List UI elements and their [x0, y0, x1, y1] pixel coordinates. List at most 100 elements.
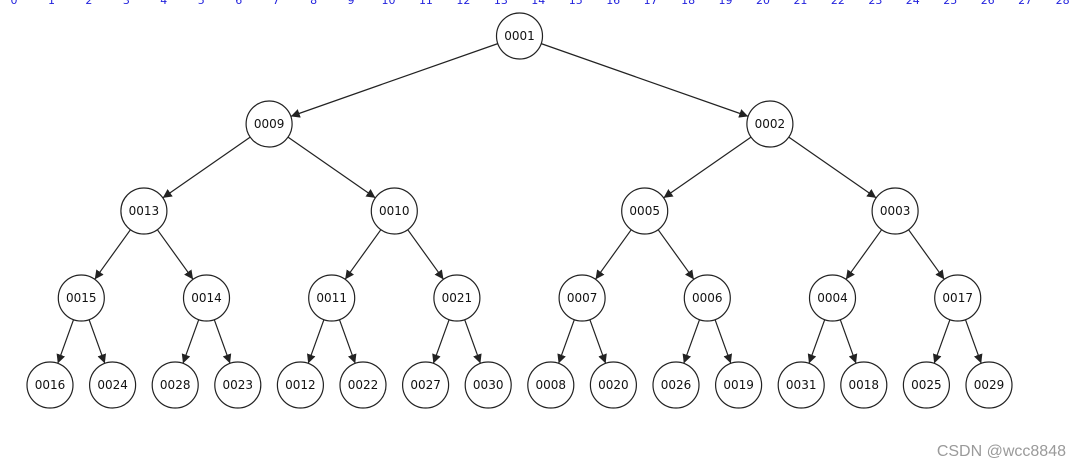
- ruler-tick: 28: [1055, 0, 1070, 7]
- tree-node-0018: 0018: [840, 361, 888, 409]
- ruler-tick: 21: [793, 0, 808, 7]
- node-label: 0011: [316, 291, 347, 305]
- ruler-tick: 1: [47, 0, 55, 7]
- node-label: 0024: [97, 378, 128, 392]
- node-circle: [245, 100, 293, 148]
- node-label: 0023: [223, 378, 254, 392]
- edge-0002-0005: [663, 136, 752, 199]
- ruler-tick: 3: [122, 0, 130, 7]
- node-circle: [370, 187, 418, 235]
- node-label: 0003: [880, 204, 911, 218]
- edge-0004-0031: [807, 319, 826, 364]
- ruler-tick: 24: [905, 0, 920, 7]
- edge-0003-0004: [845, 229, 883, 280]
- node-circle: [589, 361, 638, 409]
- node-label: 0006: [692, 291, 723, 305]
- node-label: 0029: [974, 378, 1005, 392]
- ruler-tick: 19: [718, 0, 733, 7]
- tree-node-0007: 0007: [558, 274, 606, 322]
- tree-node-0017: 0017: [934, 274, 982, 322]
- edge-0010-0021: [407, 229, 444, 280]
- tree-node-0023: 0023: [214, 361, 262, 409]
- edge-0011-0012: [306, 319, 325, 364]
- edge-0014-0028: [181, 319, 200, 364]
- node-label: 0017: [942, 291, 973, 305]
- node-circle: [621, 187, 669, 235]
- tree-node-0016: 0016: [26, 361, 74, 409]
- ruler-tick: 7: [272, 0, 280, 7]
- ruler-tick: 26: [980, 0, 995, 7]
- node-circle: [808, 274, 857, 322]
- edge-0010-0011: [344, 229, 382, 280]
- node-label: 0008: [536, 378, 567, 392]
- tree-node-0008: 0008: [527, 361, 575, 409]
- edge-0002-0003: [788, 136, 877, 199]
- edge-0015-0016: [56, 319, 75, 364]
- node-circle: [464, 361, 512, 409]
- edge-0021-0030: [464, 319, 482, 364]
- edge-0005-0007: [595, 229, 632, 280]
- node-circle: [777, 361, 825, 409]
- node-label: 0018: [849, 378, 880, 392]
- ruler-tick: 14: [531, 0, 546, 7]
- ruler-tick: 10: [381, 0, 396, 7]
- tree-node-0029: 0029: [965, 361, 1013, 409]
- node-circle: [182, 274, 231, 322]
- edge-0003-0017: [908, 229, 945, 280]
- tree-node-0012: 0012: [276, 361, 324, 409]
- node-circle: [88, 361, 137, 409]
- tree-node-0003: 0003: [871, 187, 919, 235]
- node-label: 0016: [35, 378, 66, 392]
- tree-node-0022: 0022: [339, 361, 387, 409]
- edge-0007-0020: [589, 319, 607, 364]
- ruler-tick: 0: [10, 0, 18, 7]
- node-label: 0012: [285, 378, 316, 392]
- tree-node-0014: 0014: [182, 274, 231, 322]
- ruler-tick: 27: [1018, 0, 1033, 7]
- ruler-tick: 17: [643, 0, 658, 7]
- node-label: 0020: [598, 378, 629, 392]
- tree-node-0015: 0015: [57, 274, 105, 322]
- node-label: 0001: [504, 29, 535, 43]
- tree-node-0010: 0010: [370, 187, 418, 235]
- node-circle: [558, 274, 606, 322]
- watermark: CSDN @wcc8848: [936, 443, 1066, 460]
- edge-0009-0010: [287, 136, 376, 199]
- tree-node-0019: 0019: [714, 361, 763, 409]
- tree-node-0004: 0004: [808, 274, 857, 322]
- node-label: 0022: [348, 378, 379, 392]
- node-label: 0005: [629, 204, 660, 218]
- ruler-tick: 15: [568, 0, 583, 7]
- edge-0013-0014: [156, 229, 194, 280]
- node-circle: [746, 100, 794, 148]
- edge-0014-0023: [213, 319, 232, 364]
- node-circle: [652, 361, 700, 409]
- tree-node-0002: 0002: [746, 100, 794, 148]
- ruler-tick: 23: [868, 0, 883, 7]
- edge-0011-0022: [338, 319, 357, 364]
- node-label: 0009: [254, 117, 285, 131]
- node-label: 0025: [911, 378, 942, 392]
- node-circle: [840, 361, 888, 409]
- ruler-tick: 22: [830, 0, 845, 7]
- ruler-tick: 11: [418, 0, 433, 7]
- tree-node-0025: 0025: [902, 361, 951, 409]
- edges-layer: [56, 43, 983, 364]
- node-circle: [902, 361, 951, 409]
- edge-0015-0024: [88, 319, 107, 364]
- node-label: 0030: [473, 378, 504, 392]
- node-circle: [683, 274, 731, 322]
- ruler-tick: 12: [456, 0, 471, 7]
- node-label: 0007: [567, 291, 598, 305]
- node-circle: [714, 361, 763, 409]
- node-circle: [26, 361, 74, 409]
- edge-0005-0006: [657, 229, 695, 280]
- edge-0001-0009: [290, 43, 498, 118]
- tree-node-0011: 0011: [308, 274, 356, 322]
- ruler-tick: 4: [160, 0, 168, 7]
- node-circle: [402, 361, 450, 409]
- node-label: 0021: [442, 291, 473, 305]
- edge-0021-0027: [432, 319, 450, 364]
